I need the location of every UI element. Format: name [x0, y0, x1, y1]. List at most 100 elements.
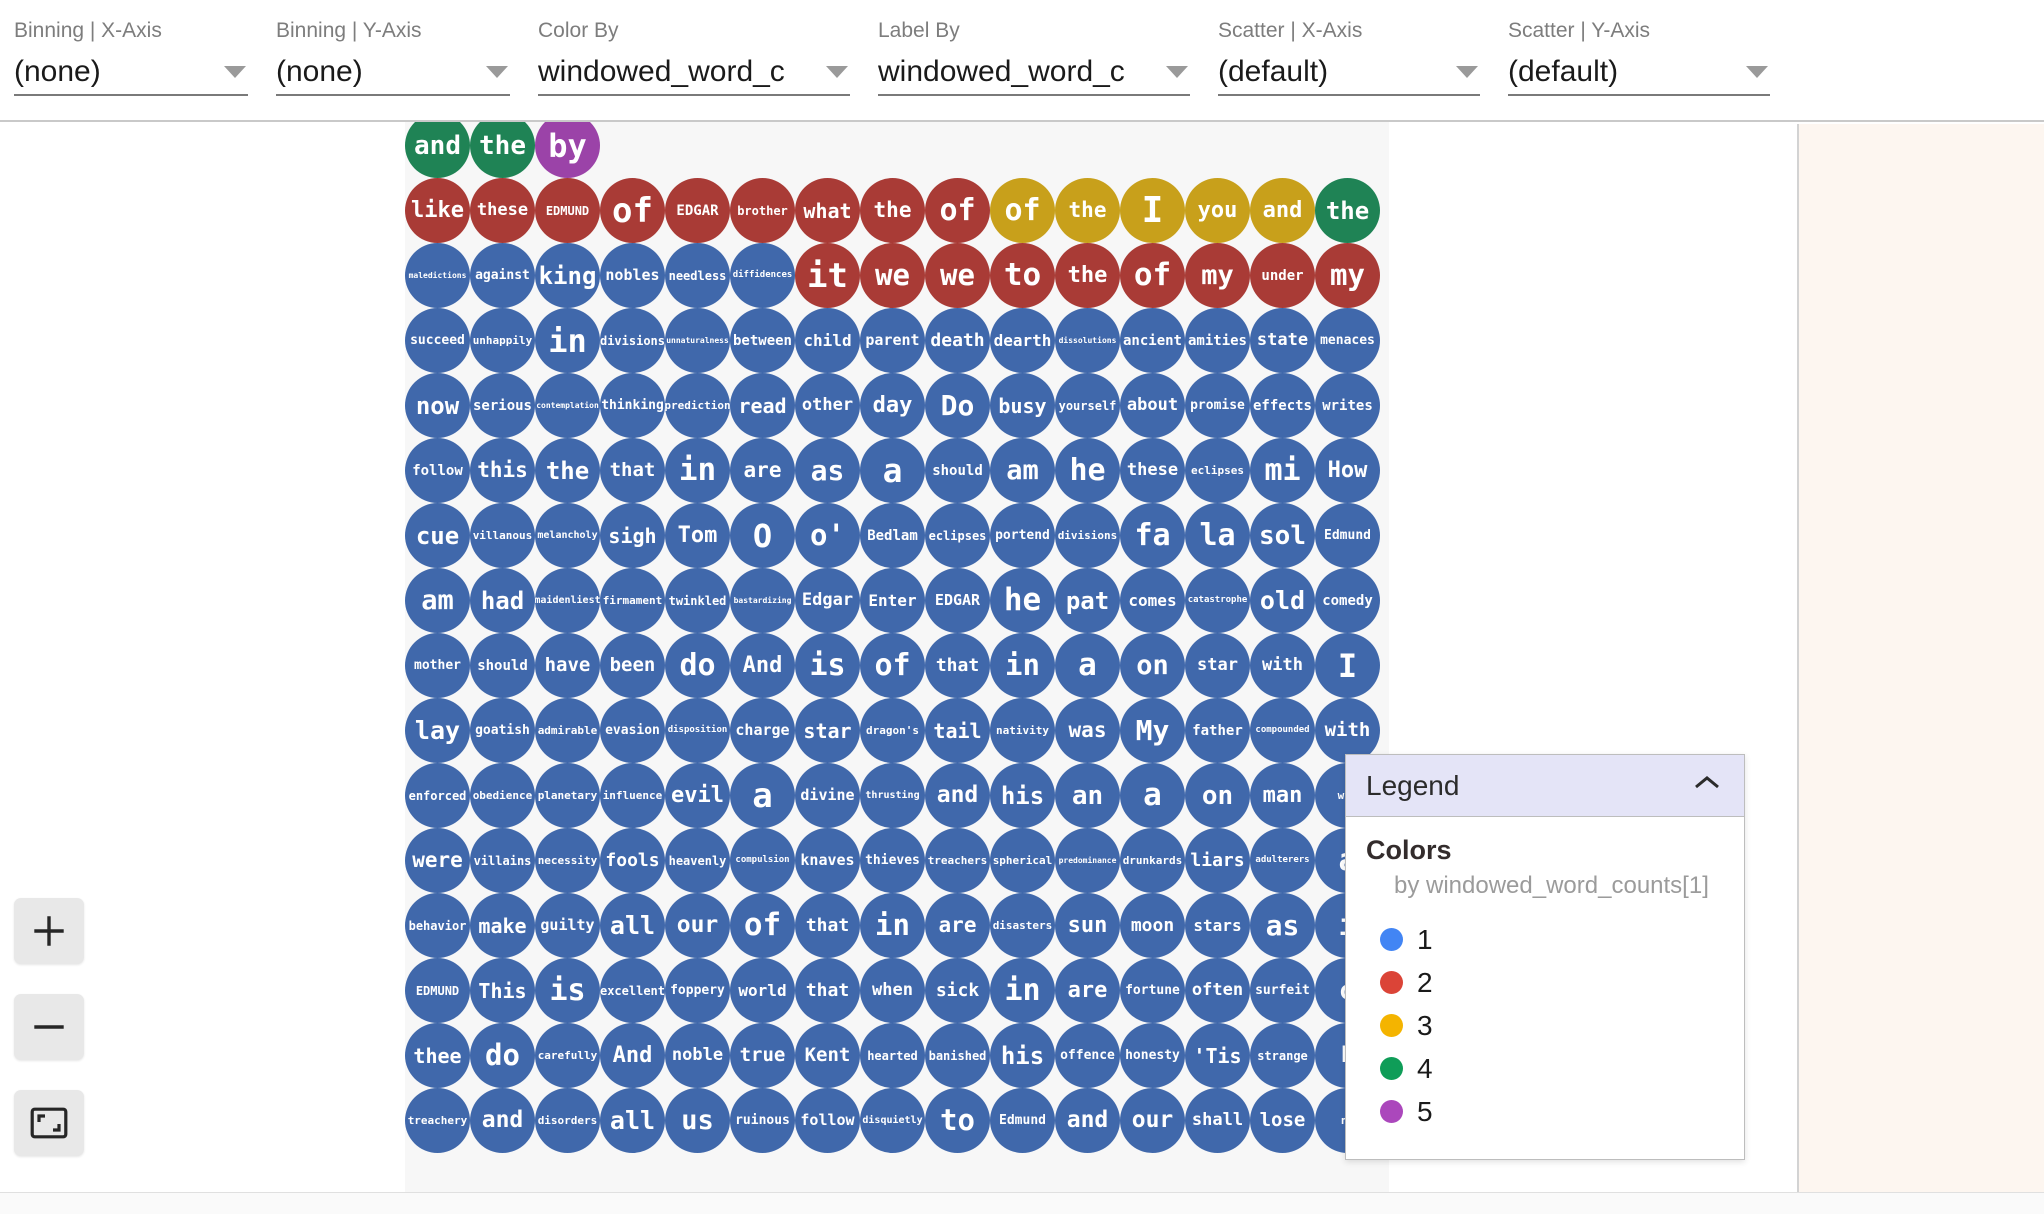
bubble-point[interactable]: unhappily [470, 308, 535, 373]
bubble-point[interactable]: star [1185, 633, 1250, 698]
bubble-point[interactable]: cue [405, 503, 470, 568]
bubble-point[interactable]: melancholy [535, 503, 600, 568]
bubble-point[interactable]: we [860, 243, 925, 308]
bubble-point[interactable]: noble [665, 1023, 730, 1088]
bubble-point[interactable]: divisions [600, 308, 665, 373]
bubble-point[interactable]: adulterers [1250, 828, 1315, 893]
bubble-point[interactable]: strange [1250, 1023, 1315, 1088]
bubble-point[interactable]: and [925, 763, 990, 828]
bubble-point[interactable]: eclipses [925, 503, 990, 568]
bubble-point[interactable]: stars [1185, 893, 1250, 958]
bubble-point[interactable]: prediction [665, 373, 730, 438]
bubble-point[interactable]: of [730, 893, 795, 958]
bubble-point[interactable]: pat [1055, 568, 1120, 633]
bubble-point[interactable]: knaves [795, 828, 860, 893]
bubble-point[interactable]: against [470, 243, 535, 308]
bubble-point[interactable]: sick [925, 958, 990, 1023]
bubble-point[interactable]: make [470, 893, 535, 958]
zoom-in-button[interactable] [14, 898, 84, 964]
bubble-point[interactable]: of [600, 178, 665, 243]
bubble-point[interactable]: on [1185, 763, 1250, 828]
bubble-point[interactable]: unnaturalness [665, 308, 730, 373]
bubble-point[interactable]: been [600, 633, 665, 698]
bubble-point[interactable]: you [1185, 178, 1250, 243]
bubble-point[interactable]: read [730, 373, 795, 438]
bubble-point[interactable]: child [795, 308, 860, 373]
bubble-point[interactable]: with [1315, 698, 1380, 763]
bubble-point[interactable]: that [795, 958, 860, 1023]
bubble-point[interactable]: have [535, 633, 600, 698]
bubble-point[interactable]: lay [405, 698, 470, 763]
select-field-scatter-x-axis[interactable]: Scatter | X-Axis(default) [1204, 18, 1494, 102]
bubble-point[interactable]: writes [1315, 373, 1380, 438]
dropdown-control[interactable]: windowed_word_c [538, 50, 850, 96]
bubble-point[interactable]: disquietly [860, 1088, 925, 1153]
bubble-point[interactable]: treachers [925, 828, 990, 893]
select-field-scatter-y-axis[interactable]: Scatter | Y-Axis(default) [1494, 18, 1784, 102]
bubble-point[interactable]: parent [860, 308, 925, 373]
bubble-point[interactable]: we [925, 243, 990, 308]
bubble-point[interactable]: my [1315, 243, 1380, 308]
bubble-point[interactable]: menaces [1315, 308, 1380, 373]
bubble-point[interactable]: man [1250, 763, 1315, 828]
bubble-point[interactable]: needless [665, 243, 730, 308]
dropdown-control[interactable]: (none) [14, 50, 248, 96]
bubble-point[interactable]: nativity [990, 698, 1055, 763]
legend-item[interactable]: 4 [1366, 1047, 1724, 1090]
bubble-point[interactable]: are [1055, 958, 1120, 1023]
bubble-point[interactable]: follow [405, 438, 470, 503]
bubble-point[interactable]: contemplation [535, 373, 600, 438]
bubble-point[interactable]: in [860, 893, 925, 958]
bubble-point[interactable]: often [1185, 958, 1250, 1023]
bubble-point[interactable]: follow [795, 1088, 860, 1153]
bubble-point[interactable]: were [405, 828, 470, 893]
bubble-point[interactable]: And [730, 633, 795, 698]
chevron-down-icon[interactable] [1166, 66, 1188, 78]
bubble-point[interactable]: honesty [1120, 1023, 1185, 1088]
bubble-point[interactable]: compulsion [730, 828, 795, 893]
bubble-point[interactable]: that [600, 438, 665, 503]
select-field-binning-y-axis[interactable]: Binning | Y-Axis(none) [262, 18, 524, 102]
bubble-point[interactable]: divisions [1055, 503, 1120, 568]
bubble-point[interactable]: an [1055, 763, 1120, 828]
bubble-point[interactable]: world [730, 958, 795, 1023]
bubble-point[interactable]: between [730, 308, 795, 373]
bubble-point[interactable]: Bedlam [860, 503, 925, 568]
bubble-point[interactable]: maidenliest [535, 568, 600, 633]
bubble-point[interactable]: as [1250, 893, 1315, 958]
chevron-down-icon[interactable] [1456, 66, 1478, 78]
bubble-point[interactable]: should [470, 633, 535, 698]
bubble-point[interactable]: is [535, 958, 600, 1023]
legend-header[interactable]: Legend [1346, 755, 1744, 817]
bubble-point[interactable]: disposition [665, 698, 730, 763]
bubble-point[interactable]: that [925, 633, 990, 698]
bubble-point[interactable]: spherical [990, 828, 1055, 893]
bubble-point[interactable]: excellent [600, 958, 665, 1023]
bubble-point[interactable]: our [1120, 1088, 1185, 1153]
bubble-point[interactable]: shall [1185, 1088, 1250, 1153]
bubble-point[interactable]: hearted [860, 1023, 925, 1088]
bubble-point[interactable]: old [1250, 568, 1315, 633]
bubble-point[interactable]: mother [405, 633, 470, 698]
bubble-point[interactable]: maledictions [405, 243, 470, 308]
bubble-point[interactable]: when [860, 958, 925, 1023]
bubble-point[interactable]: now [405, 373, 470, 438]
bubble-point[interactable]: a [1055, 633, 1120, 698]
bubble-point[interactable]: the [1315, 178, 1380, 243]
bubble-point[interactable]: of [860, 633, 925, 698]
fit-to-screen-button[interactable] [14, 1090, 84, 1156]
bubble-point[interactable]: firmament [600, 568, 665, 633]
bubble-point[interactable]: are [730, 438, 795, 503]
bubble-point[interactable]: effects [1250, 373, 1315, 438]
bubble-point[interactable]: the [470, 122, 535, 178]
bubble-point[interactable]: am [405, 568, 470, 633]
bubble-point[interactable]: banished [925, 1023, 990, 1088]
bubble-point[interactable]: and [1250, 178, 1315, 243]
bubble-point[interactable]: and [1055, 1088, 1120, 1153]
chevron-down-icon[interactable] [1746, 66, 1768, 78]
bubble-point[interactable]: these [470, 178, 535, 243]
bubble-point[interactable]: planetary [535, 763, 600, 828]
